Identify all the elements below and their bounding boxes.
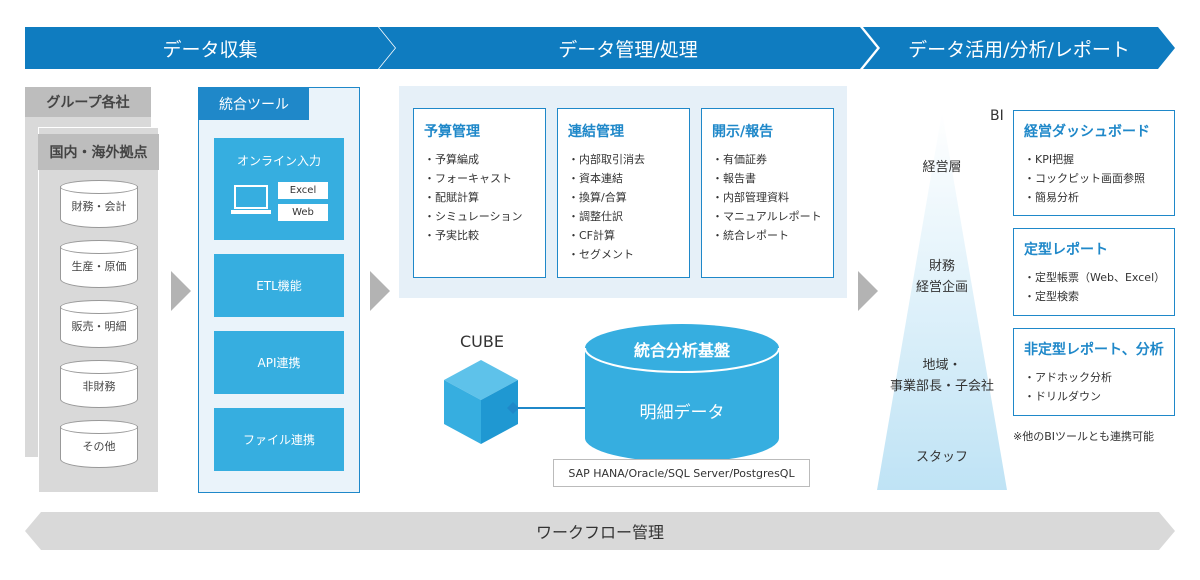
etl-block: ETL機能 bbox=[214, 254, 344, 317]
locations-title: 国内・海外拠点 bbox=[38, 134, 159, 170]
stage-label: データ管理/処理 bbox=[558, 38, 698, 61]
database-icon: その他 bbox=[60, 420, 138, 468]
cube-icon bbox=[444, 360, 518, 444]
bi-label: BI bbox=[990, 108, 1004, 124]
arrow-right-icon bbox=[171, 271, 191, 311]
box-title: 連結管理 bbox=[568, 124, 624, 140]
list-item: ・マニュアルレポート bbox=[712, 210, 822, 223]
list-item: ・アドホック分析 bbox=[1024, 371, 1112, 384]
box-title: 経営ダッシュボード bbox=[1024, 124, 1150, 140]
list-item: ・資本連結 bbox=[568, 172, 623, 185]
list-item: ・有価証券 bbox=[712, 153, 767, 166]
excel-label: Excel bbox=[278, 182, 328, 199]
adhoc-report-box: 非定型レポート、分析 ・アドホック分析 ・ドリルダウン bbox=[1013, 328, 1175, 416]
pyramid-level: 経営層 bbox=[922, 160, 962, 175]
pyramid-level: 経営企画 bbox=[915, 280, 968, 295]
api-label: API連携 bbox=[257, 356, 301, 370]
stage-label: データ活用/分析/レポート bbox=[908, 38, 1130, 61]
list-item: ・調整仕訳 bbox=[568, 210, 623, 223]
dashboard-box: 経営ダッシュボード ・KPI把握 ・コックピット画面参照 ・簡易分析 bbox=[1013, 110, 1175, 216]
stage-data-collection: データ収集 bbox=[25, 27, 395, 69]
box-title: 開示/報告 bbox=[712, 124, 774, 140]
bi-note: ※他のBIツールとも連携可能 bbox=[1013, 430, 1155, 443]
box-title: 定型レポート bbox=[1024, 242, 1108, 258]
organization-pyramid bbox=[877, 112, 1007, 490]
source-label: 財務・会計 bbox=[71, 200, 127, 213]
database-list: SAP HANA/Oracle/SQL Server/PostgresQL bbox=[553, 459, 810, 487]
database-icon: 生産・原価 bbox=[60, 240, 138, 288]
database-icon: 販売・明細 bbox=[60, 300, 138, 348]
laptop-icon bbox=[231, 185, 271, 214]
box-title: 予算管理 bbox=[424, 124, 480, 140]
list-item: ・内部取引消去 bbox=[568, 153, 645, 166]
list-item: ・予実比較 bbox=[424, 229, 479, 242]
pyramid-level: 事業部長・子会社 bbox=[889, 379, 994, 394]
consolidation-management-box: 連結管理 ・内部取引消去 ・資本連結 ・換算/合算 ・調整仕訳 ・CF計算 ・セ… bbox=[557, 108, 690, 278]
online-input-block: オンライン入力 Excel Web bbox=[214, 138, 344, 240]
workflow-label: ワークフロー管理 bbox=[535, 523, 664, 542]
pyramid-level: 財務 bbox=[928, 259, 955, 274]
online-input-label: オンライン入力 bbox=[236, 154, 321, 168]
source-label: 非財務 bbox=[82, 380, 116, 393]
list-item: ・CF計算 bbox=[568, 229, 616, 242]
database-icon: 財務・会計 bbox=[60, 180, 138, 228]
workflow-bar: ワークフロー管理 bbox=[25, 512, 1175, 550]
list-item: ・定型帳票（Web、Excel） bbox=[1024, 271, 1166, 284]
box-title: 非定型レポート、分析 bbox=[1024, 342, 1164, 358]
arrow-right-icon bbox=[858, 271, 878, 311]
list-item: ・定型検索 bbox=[1024, 290, 1079, 303]
stage-data-management: データ管理/処理 bbox=[379, 27, 877, 69]
list-item: ・フォーキャスト bbox=[424, 172, 512, 185]
file-label: ファイル連携 bbox=[242, 433, 315, 447]
list-item: ・セグメント bbox=[568, 248, 634, 261]
database-icon: 非財務 bbox=[60, 360, 138, 408]
list-item: ・報告書 bbox=[712, 172, 756, 185]
source-label: 生産・原価 bbox=[71, 260, 127, 273]
list-item: ・統合レポート bbox=[712, 229, 789, 242]
pyramid-level: スタッフ bbox=[915, 450, 968, 465]
list-item: ・配賦計算 bbox=[424, 191, 479, 204]
disclosure-box: 開示/報告 ・有価証券 ・報告書 ・内部管理資料 ・マニュアルレポート ・統合レ… bbox=[701, 108, 834, 278]
file-block: ファイル連携 bbox=[214, 408, 344, 471]
list-item: ・KPI把握 bbox=[1024, 153, 1075, 166]
stage-data-utilization: データ活用/分析/レポート bbox=[863, 27, 1175, 69]
platform-title: 統合分析基盤 bbox=[633, 341, 730, 360]
list-item: ・予算編成 bbox=[424, 153, 479, 166]
integration-tool-title: 統合ツール bbox=[199, 88, 309, 120]
list-item: ・内部管理資料 bbox=[712, 191, 789, 204]
list-item: ・簡易分析 bbox=[1024, 191, 1079, 204]
budget-management-box: 予算管理 ・予算編成 ・フォーキャスト ・配賦計算 ・シミュレーション ・予実比… bbox=[413, 108, 546, 278]
standard-report-box: 定型レポート ・定型帳票（Web、Excel） ・定型検索 bbox=[1013, 228, 1175, 316]
database-cylinder-icon bbox=[584, 324, 780, 462]
api-block: API連携 bbox=[214, 331, 344, 394]
source-label: その他 bbox=[82, 440, 116, 453]
list-item: ・シミュレーション bbox=[424, 210, 523, 223]
pyramid-level: 地域・ bbox=[922, 358, 962, 373]
source-label: 販売・明細 bbox=[71, 320, 127, 333]
etl-label: ETL機能 bbox=[256, 279, 302, 293]
platform-detail: 明細データ bbox=[639, 403, 725, 423]
list-item: ・ドリルダウン bbox=[1024, 390, 1101, 403]
cube-label: CUBE bbox=[460, 332, 504, 351]
web-label: Web bbox=[278, 204, 328, 221]
stage-label: データ収集 bbox=[162, 38, 258, 61]
group-companies-title: グループ各社 bbox=[25, 87, 151, 117]
list-item: ・コックピット画面参照 bbox=[1024, 172, 1145, 185]
list-item: ・換算/合算 bbox=[568, 191, 627, 204]
arrow-right-icon bbox=[370, 271, 390, 311]
